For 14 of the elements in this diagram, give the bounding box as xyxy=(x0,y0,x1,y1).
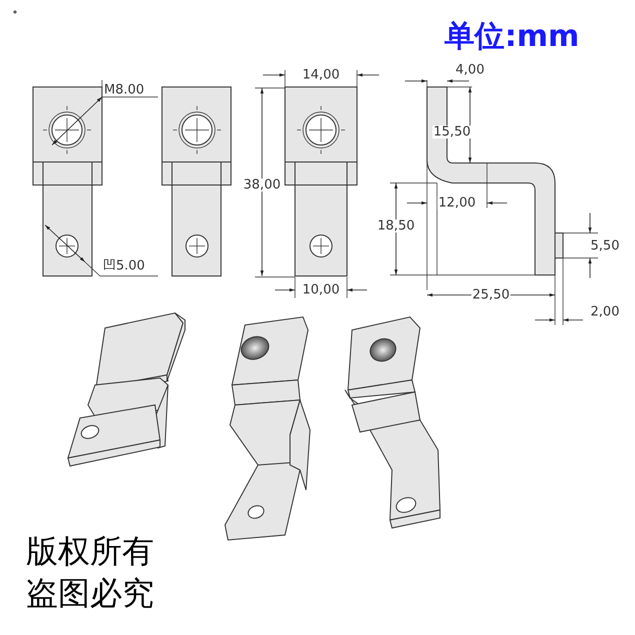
dimension-label: 凹5.00 xyxy=(102,260,146,272)
dimension-label: 5,50 xyxy=(590,240,620,252)
dimension-label: 10,00 xyxy=(301,284,341,296)
dimension-label: 25,50 xyxy=(471,288,511,302)
copyright-note: 盗图必究 xyxy=(25,577,155,609)
dimension-label: 18,50 xyxy=(376,220,416,232)
dimension-label: 38,00 xyxy=(242,178,282,192)
dimension-label: 12,00 xyxy=(437,196,477,210)
dimension-label: 15,50 xyxy=(432,126,472,138)
copyright-note: 版权所有 xyxy=(25,535,155,567)
dimension-label: M8.00 xyxy=(103,84,146,96)
dimension-label: 2,00 xyxy=(590,306,620,318)
dimension-label: 14,00 xyxy=(301,68,341,82)
dimension-label: 4,00 xyxy=(454,64,486,76)
